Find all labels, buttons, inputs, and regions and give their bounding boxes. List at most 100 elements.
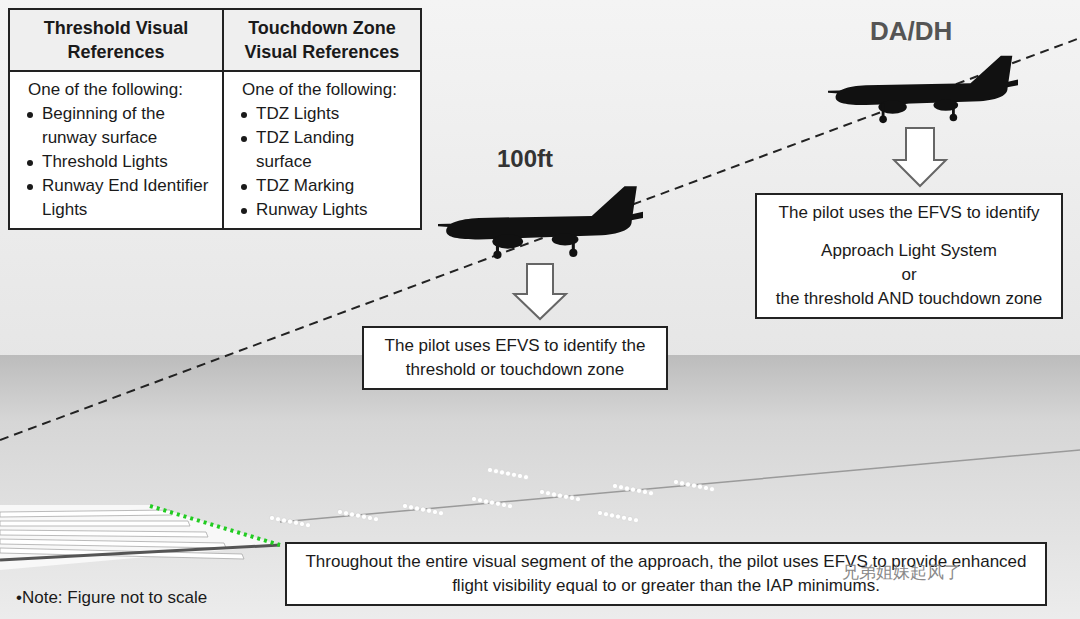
touchdown-column: Touchdown Zone Visual ReferencesOne of t… [222, 8, 422, 230]
bullet-dot [241, 208, 247, 214]
approach-light [438, 511, 443, 516]
column-heading: Touchdown Zone Visual References [224, 10, 420, 72]
approach-light [361, 514, 366, 519]
approach-light [495, 501, 500, 506]
approach-light [551, 492, 556, 497]
approach-light [609, 513, 614, 518]
approach-light [432, 509, 437, 514]
list-item: Threshold Lights [10, 150, 222, 174]
approach-light [402, 503, 407, 508]
approach-light [414, 506, 419, 511]
list-item: Runway Lights [224, 198, 420, 222]
approach-light [349, 512, 354, 517]
list-item: TDZ Marking [224, 174, 420, 198]
approach-light [618, 485, 623, 490]
approach-light [287, 519, 292, 524]
callout-text: or [757, 263, 1061, 287]
approach-light [703, 485, 708, 490]
approach-light [426, 508, 431, 513]
approach-light [343, 511, 348, 516]
approach-light [471, 496, 476, 501]
approach-light [697, 484, 702, 489]
runway-key [0, 530, 208, 537]
approach-light [305, 523, 310, 528]
approach-light [545, 491, 550, 496]
approach-light [569, 495, 574, 500]
approach-light [408, 505, 413, 510]
approach-light [630, 487, 635, 492]
column-heading: Threshold Visual References [10, 10, 222, 72]
callout-text: The pilot uses the EFVS to identify [757, 195, 1061, 239]
height-label: 100ft [497, 145, 553, 173]
approach-light [293, 520, 298, 525]
note-text: •Note: Figure not to scale [16, 588, 207, 608]
list-item: TDZ Lights [224, 102, 420, 126]
approach-light [597, 510, 602, 515]
extended-centerline [280, 450, 1080, 522]
approach-light [299, 521, 304, 526]
100ft-callout-box: The pilot uses EFVS to identify the thre… [362, 326, 668, 390]
approach-light [627, 516, 632, 521]
approach-light [563, 494, 568, 499]
approach-light [539, 489, 544, 494]
approach-light [615, 514, 620, 519]
threshold-lights [150, 506, 280, 545]
runway [0, 505, 280, 570]
approach-light [523, 475, 528, 480]
approach-light [648, 491, 653, 496]
column-intro: One of the following: [10, 72, 222, 102]
approach-light [691, 483, 696, 488]
approach-light [489, 500, 494, 505]
callout-text: The pilot uses EFVS to identify the thre… [364, 328, 666, 388]
list-item: TDZ Landing surface [224, 126, 420, 174]
approach-light [501, 502, 506, 507]
approach-light [709, 487, 714, 492]
approach-light [511, 472, 516, 477]
column-intro: One of the following: [224, 72, 420, 102]
approach-light [642, 489, 647, 494]
ground [0, 355, 1080, 619]
bullet-dot [27, 184, 33, 190]
airplane-100ft [438, 186, 643, 259]
down-arrow [514, 264, 566, 319]
approach-light [621, 515, 626, 520]
approach-light [493, 469, 498, 474]
runway-key [0, 539, 226, 548]
approach-light [337, 509, 342, 514]
runway-key [0, 510, 172, 517]
approach-light [673, 479, 678, 484]
approach-lights [269, 467, 714, 527]
approach-light [355, 513, 360, 518]
approach-light [367, 515, 372, 520]
approach-light [633, 518, 638, 523]
da-callout-box: The pilot uses the EFVS to identifyAppro… [755, 193, 1063, 319]
list-item: Beginning of the runway surface [10, 102, 222, 150]
approach-light [420, 507, 425, 512]
bullet-dot [241, 184, 247, 190]
down-arrow [894, 128, 946, 186]
glide-path [0, 38, 1080, 440]
bullet-dot [27, 112, 33, 118]
approach-light [679, 481, 684, 486]
runway-edge [0, 545, 280, 560]
approach-light [507, 504, 512, 509]
approach-light [505, 471, 510, 476]
approach-light [269, 515, 274, 520]
decision-altitude-label: DA/DH [870, 16, 952, 47]
bullet-dot [241, 112, 247, 118]
approach-light [483, 499, 488, 504]
approach-light [499, 470, 504, 475]
bullet-dot [241, 136, 247, 142]
bullet-dot [27, 160, 33, 166]
approach-light [487, 467, 492, 472]
approach-light [557, 493, 562, 498]
approach-light [517, 473, 522, 478]
watermark: 兄弟姐妹起风了 [842, 561, 961, 584]
approach-light [477, 498, 482, 503]
approach-light [603, 512, 608, 517]
approach-light [275, 517, 280, 522]
sky [0, 0, 1080, 360]
approach-light [373, 517, 378, 522]
approach-light [624, 486, 629, 491]
approach-light [636, 488, 641, 493]
